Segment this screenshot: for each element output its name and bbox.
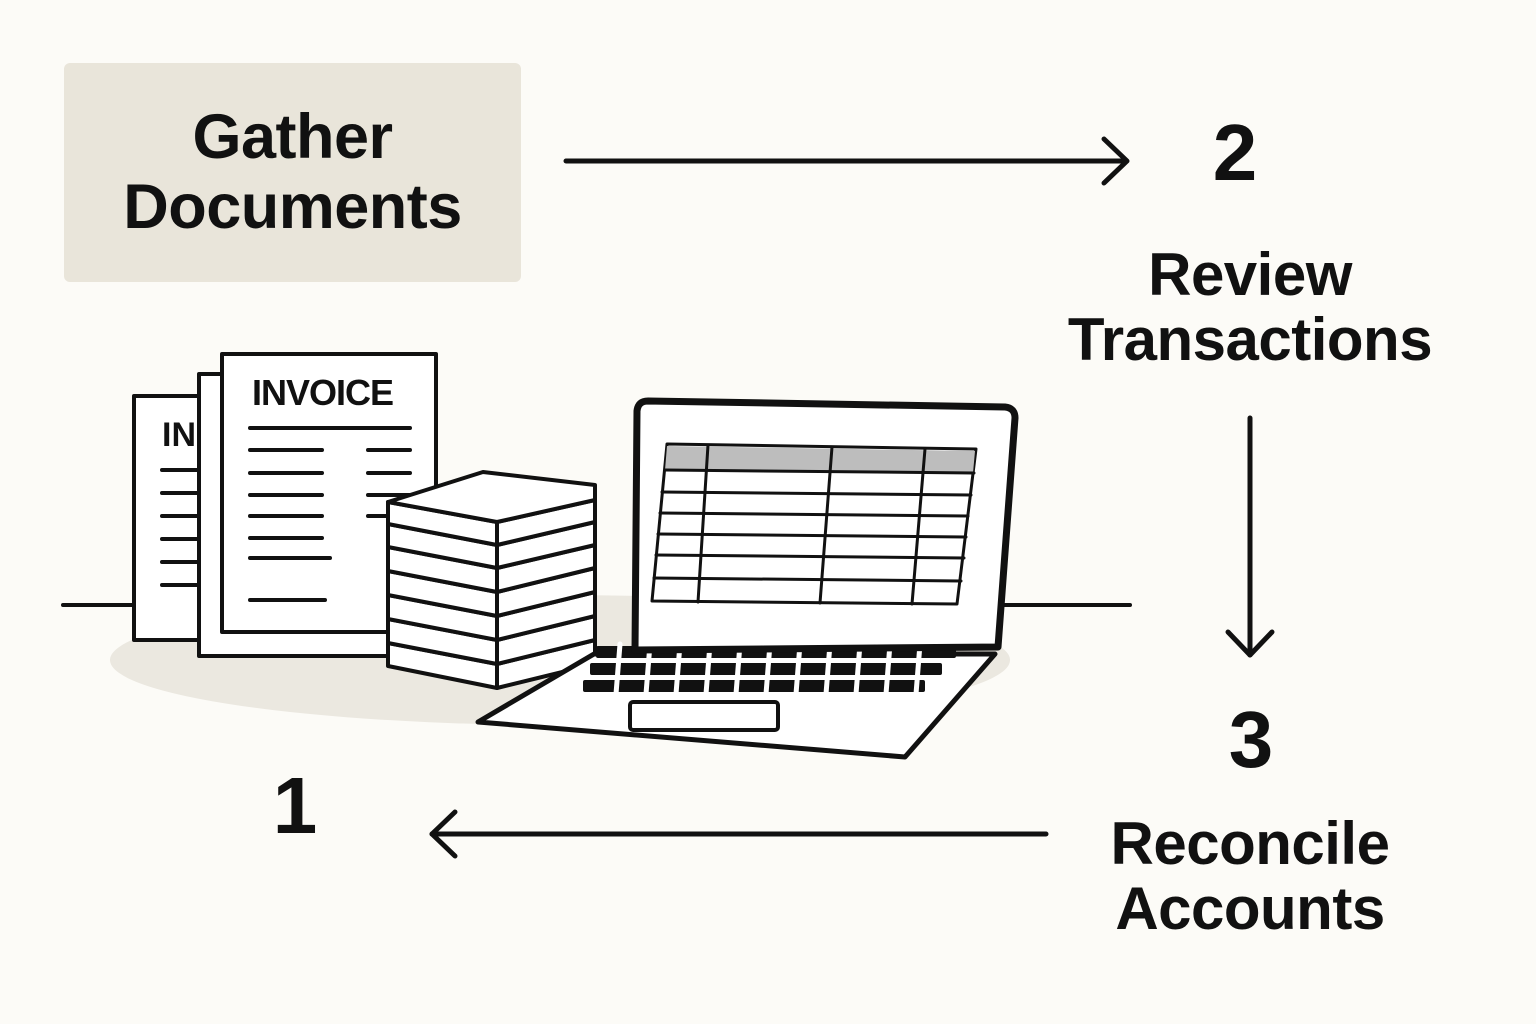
invoice-front-text: INVOICE (252, 372, 393, 413)
spreadsheet-grid (652, 443, 976, 606)
step-3-title-line-1: Reconcile (1110, 810, 1390, 877)
invoice-back-text: IN (162, 416, 196, 454)
arrow-step2-to-step3 (1225, 415, 1275, 658)
step-1-title-box: Gather Documents (64, 63, 521, 282)
step-3-number: 3 (1228, 695, 1274, 784)
spreadsheet-header (665, 446, 975, 473)
book-stack (386, 470, 597, 690)
step-2-number: 2 (1212, 108, 1258, 197)
step-2-title-line-2: Transactions (1067, 305, 1433, 373)
step-3-title-line-2: Accounts (1115, 874, 1385, 942)
step-3-title: Reconcile Accounts (1000, 810, 1500, 942)
step-2-title-line-1: Review (1148, 241, 1352, 308)
step-1-title-line-2: Documents (123, 171, 462, 242)
keyboard-key-gaps (613, 641, 923, 697)
step-1-number: 1 (272, 761, 318, 850)
arrow-step3-to-step1 (429, 809, 1049, 859)
laptop-trackpad (628, 700, 780, 732)
step-1-title-line-1: Gather (192, 102, 393, 173)
step-2-title: Review Transactions (1000, 241, 1500, 373)
arrow-step1-to-step2 (563, 136, 1130, 186)
